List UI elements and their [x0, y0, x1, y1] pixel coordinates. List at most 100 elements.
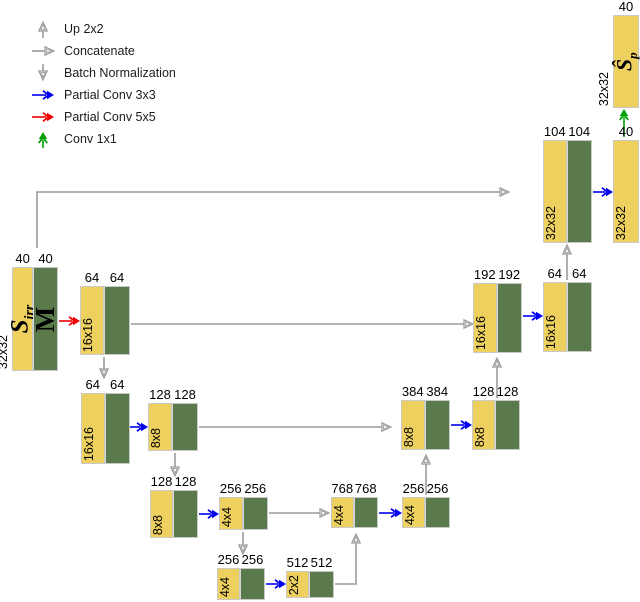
- channels-label: 128: [149, 387, 171, 402]
- concat-arrow-icon: [32, 45, 56, 57]
- channels-label: 512: [286, 555, 309, 570]
- channels-label: 128: [496, 384, 519, 399]
- spatial-dim-label: 16x16: [81, 317, 95, 352]
- up-arrow-icon-glyph: [37, 20, 49, 38]
- partial-conv3x3-arrow-dec3: [379, 508, 402, 518]
- conv1x1-arrow-output: [619, 109, 629, 137]
- channels-label: 256: [217, 552, 240, 567]
- batchnorm-arrow-icon: [37, 64, 49, 82]
- channels-label: 64: [109, 270, 125, 285]
- block-dec1b: 64 64 16x16: [543, 267, 592, 352]
- channels-label: 64: [572, 266, 587, 281]
- channels-label: 104: [568, 124, 591, 139]
- mask-half: [173, 490, 198, 538]
- pconv5-arrow-icon-glyph: [32, 112, 54, 122]
- spatial-dim-label: 8x8: [149, 427, 163, 448]
- partial-conv3x3-arrow-enc1: [130, 422, 148, 432]
- mask-half: [242, 497, 268, 530]
- legend-item-partial-conv3x3: Partial Conv 3x3: [30, 84, 176, 106]
- spatial-dim-label: 32x32: [544, 205, 558, 240]
- channels-label: 104: [543, 124, 566, 139]
- legend-label: Up 2x2: [64, 22, 104, 36]
- channels-label: 64: [547, 266, 562, 281]
- mask-half: [425, 497, 450, 528]
- legend-item-up2x2: Up 2x2: [30, 18, 176, 40]
- channels-label: 40: [618, 124, 634, 139]
- channels-label: 256: [241, 552, 264, 567]
- block-enc1: 64 64 16x16: [80, 271, 130, 355]
- partial-conv3x3-arrow-dec0: [593, 187, 613, 197]
- spatial-dim-label: 4x4: [218, 576, 232, 597]
- spatial-dim-label: 2x2: [287, 574, 301, 595]
- mask-half: M: [30, 267, 61, 371]
- input-mask-label: M: [30, 306, 61, 332]
- spatial-dim-label: 8x8: [402, 426, 416, 447]
- block-dec0b: 40 32x32: [613, 125, 639, 243]
- feature-half: 32x32: [543, 140, 567, 243]
- up-2x2-arrow-dec2: [491, 356, 503, 398]
- channels-label: 384: [401, 384, 424, 399]
- pconv3-arrow-icon: [32, 90, 54, 100]
- legend: Up 2x2 Concatenate Batch Normalization P…: [30, 18, 176, 150]
- channels-label: 64: [84, 270, 100, 285]
- spatial-dim-label: 32x32: [0, 334, 10, 369]
- feature-half: Sirr: [7, 267, 38, 371]
- spatial-dim-label: 16x16: [474, 315, 488, 350]
- legend-item-partial-conv5x5: Partial Conv 5x5: [30, 106, 176, 128]
- channels-label: 192: [498, 267, 521, 282]
- spatial-dim-label: 8x8: [473, 426, 487, 447]
- feature-half: Ŝp: [611, 15, 640, 108]
- channels-label: 768: [331, 481, 354, 496]
- mask-half: [309, 571, 334, 598]
- up-arrow-icon: [37, 20, 49, 38]
- spatial-dim-label: 4x4: [220, 506, 234, 527]
- channels-label: 40: [618, 0, 634, 14]
- legend-label: Partial Conv 3x3: [64, 88, 156, 102]
- mask-half: [353, 497, 378, 528]
- feature-half: 16x16: [80, 286, 104, 355]
- legend-label: Batch Normalization: [64, 66, 176, 80]
- channels-label: 256: [402, 481, 425, 496]
- channels-label: 40 40: [15, 251, 53, 266]
- concat-arrow-input-skip: [36, 186, 511, 248]
- feature-half: 4x4: [217, 568, 241, 600]
- conv1-arrow-icon: [38, 132, 48, 148]
- output-feature-label: Ŝp: [611, 52, 640, 71]
- spatial-dim-label: 16x16: [544, 314, 558, 349]
- channels-label: 512: [310, 555, 333, 570]
- legend-label: Conv 1x1: [64, 132, 117, 146]
- legend-item-batch-normalization: Batch Normalization: [30, 62, 176, 84]
- legend-label: Partial Conv 5x5: [64, 110, 156, 124]
- mask-half: [496, 283, 522, 353]
- batch-norm-arrow-enc1: [98, 357, 110, 380]
- concat-arrow-enc2-skip: [199, 421, 393, 433]
- channels-label: 128: [472, 384, 495, 399]
- conv1-arrow-icon-glyph: [38, 132, 48, 148]
- feature-half: 16x16: [543, 282, 567, 352]
- channels-label: 256: [244, 481, 267, 496]
- spatial-dim-label: 4x4: [403, 504, 417, 525]
- batchnorm-arrow-icon-glyph: [37, 64, 49, 82]
- channels-label: 192: [473, 267, 496, 282]
- spatial-dim-label: 4x4: [332, 504, 346, 525]
- feature-half: 8x8: [148, 403, 172, 451]
- concat-arrow-enc1-skip: [131, 318, 475, 330]
- channels-label: 768: [354, 481, 377, 496]
- channels-label: 128: [174, 474, 197, 489]
- feature-half: 16x16: [81, 393, 105, 464]
- concat-arrow-enc3-skip: [269, 507, 331, 519]
- batch-norm-arrow-enc3: [237, 532, 249, 556]
- partial-conv3x3-arrow-enc3: [266, 579, 286, 589]
- batch-norm-arrow-enc2: [169, 453, 181, 478]
